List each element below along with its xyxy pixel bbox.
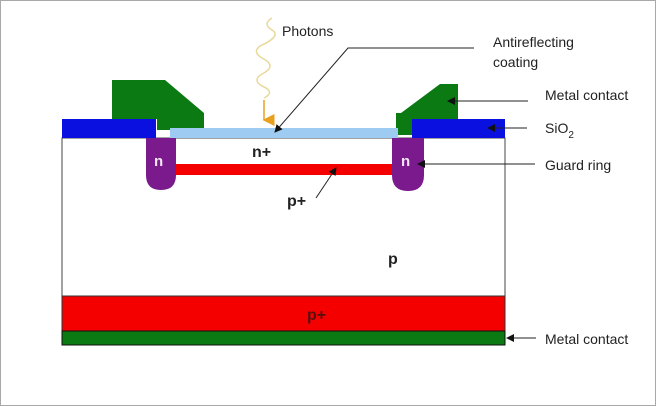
metal-contact-top-label: Metal contact	[545, 87, 628, 103]
bottom-metal-contact	[61, 330, 506, 346]
p-plus-leader	[315, 167, 337, 199]
antireflecting-leader	[274, 47, 474, 133]
photon-wave-icon	[255, 17, 276, 99]
sio2-right	[412, 119, 505, 138]
guard-ring-left-label: n	[154, 153, 163, 170]
metal-contact-right	[396, 84, 458, 135]
p-substrate	[61, 137, 506, 299]
photons-label: Photons	[282, 23, 333, 39]
guard-ring-right-label: n	[401, 153, 410, 170]
guard-ring-left	[146, 138, 176, 190]
n-plus-region-label: n+	[252, 144, 271, 161]
sio2-label: SiO2	[545, 120, 574, 141]
guard-ring-label: Guard ring	[545, 157, 611, 173]
metal-contact-bottom-label: Metal contact	[545, 331, 628, 347]
guard-ring-right	[392, 138, 424, 191]
sio2-left	[62, 119, 156, 138]
p-plus-junction-layer	[172, 164, 398, 175]
bottom-p-plus-layer	[61, 295, 506, 332]
p-plus-junction-label: p+	[287, 193, 306, 210]
antireflecting-label-line1: Antireflecting	[493, 34, 574, 50]
sio2-label-subscript: 2	[568, 130, 574, 141]
p-bulk-label: p	[388, 251, 398, 268]
metal-contact-left	[112, 80, 204, 130]
antireflecting-coating	[170, 128, 398, 138]
sio2-label-base: SiO	[545, 120, 568, 136]
antireflecting-label-line2: coating	[493, 54, 538, 70]
p-plus-bottom-label: p+	[307, 307, 326, 324]
